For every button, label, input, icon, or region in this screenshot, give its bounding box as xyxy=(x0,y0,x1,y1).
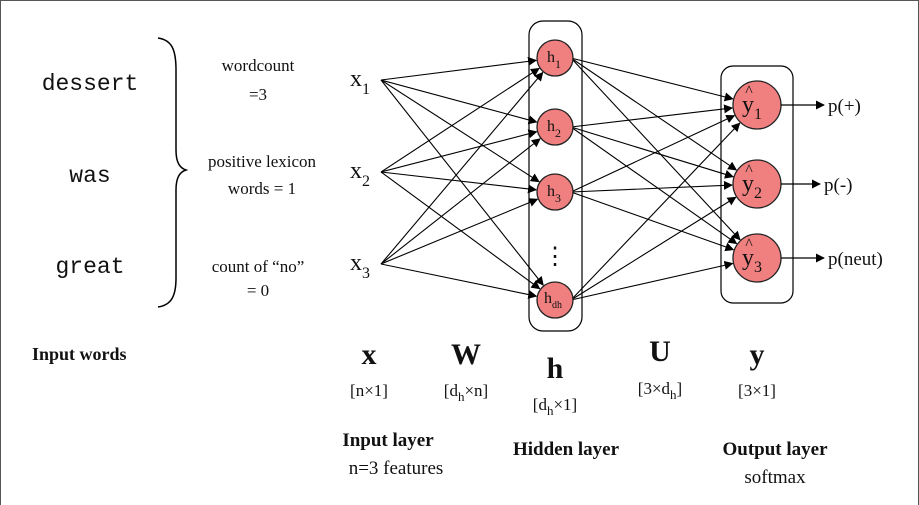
hidden-node-hdh xyxy=(536,281,574,319)
input-node-x1: x1 xyxy=(350,66,370,98)
input-brace xyxy=(157,37,189,308)
feature-1-line2: =3 xyxy=(249,85,267,104)
edge-x1-h4 xyxy=(380,79,544,286)
edge-x3-h3 xyxy=(380,198,539,265)
input-word-was: was xyxy=(69,163,110,189)
prob-negative: p(-) xyxy=(824,175,852,196)
output-node-y2-label: y2 xyxy=(742,171,762,202)
hidden-node-h3 xyxy=(536,173,574,211)
edge-x1-h2 xyxy=(380,79,538,125)
output-node-y1-label: y1 xyxy=(742,92,762,123)
edge-x2-h2 xyxy=(380,129,538,173)
edge-x3-h2 xyxy=(380,138,541,265)
hidden-ellipsis: ⋮ xyxy=(543,244,567,270)
edge-x2-h3 xyxy=(380,171,538,194)
hidden-layer-box xyxy=(528,20,583,332)
edge-h1-y3 xyxy=(570,57,741,241)
feature-1-line1: wordcount xyxy=(222,56,295,75)
edge-h4-y1 xyxy=(570,122,741,301)
edge-x2-h4 xyxy=(380,171,541,290)
edge-h4-y2 xyxy=(570,196,737,301)
edge-x2-h1 xyxy=(380,67,540,173)
input-word-dessert: dessert xyxy=(42,71,139,97)
hidden-node-h2-label: h2 xyxy=(547,118,561,140)
edge-h2-y3 xyxy=(570,126,738,245)
output-hat-y3: ^ xyxy=(745,236,753,253)
output-layer-subtitle: softmax xyxy=(744,467,806,488)
feature-2-line2: words = 1 xyxy=(228,179,296,198)
edge-x1-h3 xyxy=(380,79,540,183)
hidden-layer-title: Hidden layer xyxy=(513,439,620,460)
edges xyxy=(380,56,741,301)
output-layer-title: Output layer xyxy=(722,439,828,460)
edge-h1-y1 xyxy=(570,57,734,102)
symbol-U: U xyxy=(649,335,671,368)
output-hat-y1: ^ xyxy=(745,83,753,100)
symbol-x: x xyxy=(362,338,377,371)
input-node-x3: x3 xyxy=(350,250,370,282)
dims-y: [3×1] xyxy=(738,381,776,400)
prob-neutral: p(neut) xyxy=(828,249,883,270)
edge-h3-y1 xyxy=(570,114,736,193)
feature-3-line1: count of “no” xyxy=(212,257,305,276)
hidden-node-hdh-label: hdh xyxy=(544,290,562,311)
hidden-node-h1 xyxy=(536,39,574,77)
hidden-node-h2 xyxy=(536,108,574,146)
edge-h4-y3 xyxy=(570,260,734,301)
hidden-node-h1-label: h1 xyxy=(547,49,561,71)
output-hat-y2: ^ xyxy=(745,162,753,179)
dims-W: [dh×n] xyxy=(444,381,488,404)
input-word-great: great xyxy=(55,254,124,280)
edge-x3-h4 xyxy=(380,263,538,299)
input-words-label: Input words xyxy=(32,344,127,364)
dims-x: [n×1] xyxy=(350,381,388,400)
input-layer-title: Input layer xyxy=(342,430,434,451)
dims-U: [3×dh] xyxy=(638,379,682,402)
edge-x1-h1 xyxy=(380,56,538,81)
symbol-W: W xyxy=(451,338,481,371)
edge-x3-h1 xyxy=(380,71,544,265)
dims-h: [dh×1] xyxy=(533,395,577,418)
input-node-x2: x2 xyxy=(350,158,370,190)
prob-positive: p(+) xyxy=(828,96,861,117)
output-node-y3-label: y3 xyxy=(742,245,762,276)
hidden-node-h3-label: h3 xyxy=(547,183,561,205)
edge-h2-y1 xyxy=(570,104,734,128)
edge-h2-y2 xyxy=(570,126,734,179)
symbol-h: h xyxy=(547,352,564,385)
edge-h3-y2 xyxy=(570,180,733,193)
edge-h1-y2 xyxy=(570,57,738,171)
input-layer-subtitle: n=3 features xyxy=(349,458,444,479)
edge-h3-y3 xyxy=(570,191,735,252)
symbol-y: y xyxy=(750,338,765,371)
feature-3-line2: = 0 xyxy=(247,281,269,300)
feature-2-line1: positive lexicon xyxy=(208,152,317,171)
